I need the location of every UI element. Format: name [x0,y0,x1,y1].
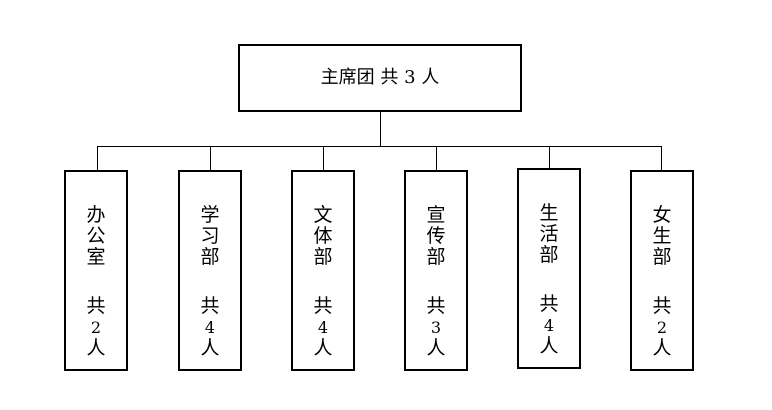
branch-line-1 [97,146,98,170]
dept-count: 4 [204,318,216,337]
dept-count-unit: 人 [539,335,559,357]
branch-line-5 [549,146,550,168]
dept-name-char: 生 [652,225,672,247]
dept-name-char: 生 [539,202,559,224]
dept-node: 办公室 共 2 人 [64,170,128,371]
branch-line-2 [210,146,211,170]
dept-name-char: 传 [426,225,446,247]
dept-count-prefix: 共 [539,293,559,315]
dept-name-char: 学 [200,204,220,226]
dept-name: 办公室 [86,205,105,268]
branch-line-6 [661,146,662,170]
dept-text: 生活部 共 4 人 [519,203,579,357]
dept-name-char: 女 [652,204,672,226]
dept-name-char: 室 [86,246,106,268]
dept-count: 4 [543,316,555,335]
dept-node: 文体部 共 4 人 [291,170,355,371]
dept-node: 女生部 共 2 人 [630,170,694,371]
dept-count-unit: 人 [313,337,333,359]
dept-count-prefix: 共 [426,295,446,317]
root-stem-line [380,112,381,146]
root-count-unit: 人 [421,67,440,88]
dept-count-prefix: 共 [200,295,220,317]
dept-text: 文体部 共 4 人 [293,205,353,359]
dept-count: 4 [317,318,329,337]
dept-name: 文体部 [313,205,332,268]
root-label: 主席团 共 3 人 [321,69,440,87]
dept-text: 女生部 共 2 人 [632,205,692,359]
dept-text: 办公室 共 2 人 [66,205,126,359]
dept-count-unit: 人 [652,337,672,359]
dept-name-char: 部 [313,246,333,268]
dept-count-unit: 人 [426,337,446,359]
dept-name-char: 部 [426,246,446,268]
branch-line-3 [323,146,324,170]
dept-name-char: 部 [539,244,559,266]
dept-count: 2 [656,318,668,337]
dept-count-prefix: 共 [313,295,333,317]
dept-name-char: 习 [200,225,220,247]
dept-count: 3 [430,318,442,337]
dept-name-char: 文 [313,204,333,226]
root-count: 3 [404,67,416,88]
dept-name-char: 部 [200,246,220,268]
dept-count-prefix: 共 [652,295,672,317]
root-name: 主席团 [320,67,375,88]
dept-name: 生活部 [539,203,558,266]
root-node: 主席团 共 3 人 [238,44,522,112]
dept-name: 宣传部 [426,205,445,268]
root-count-prefix: 共 [380,67,399,88]
dept-node: 生活部 共 4 人 [517,168,581,369]
dept-name-char: 部 [652,246,672,268]
horizontal-bus-line [97,146,662,147]
dept-text: 学习部 共 4 人 [180,205,240,359]
dept-node: 宣传部 共 3 人 [404,170,468,371]
dept-name-char: 体 [313,225,333,247]
dept-name-char: 宣 [426,204,446,226]
dept-count-unit: 人 [200,337,220,359]
dept-text: 宣传部 共 3 人 [406,205,466,359]
dept-name: 女生部 [652,205,671,268]
dept-count-unit: 人 [86,337,106,359]
dept-node: 学习部 共 4 人 [178,170,242,371]
dept-name-char: 办 [86,204,106,226]
branch-line-4 [436,146,437,170]
dept-name-char: 公 [86,225,106,247]
dept-name: 学习部 [200,205,219,268]
dept-count: 2 [90,318,102,337]
dept-count-prefix: 共 [86,295,106,317]
dept-name-char: 活 [539,223,559,245]
